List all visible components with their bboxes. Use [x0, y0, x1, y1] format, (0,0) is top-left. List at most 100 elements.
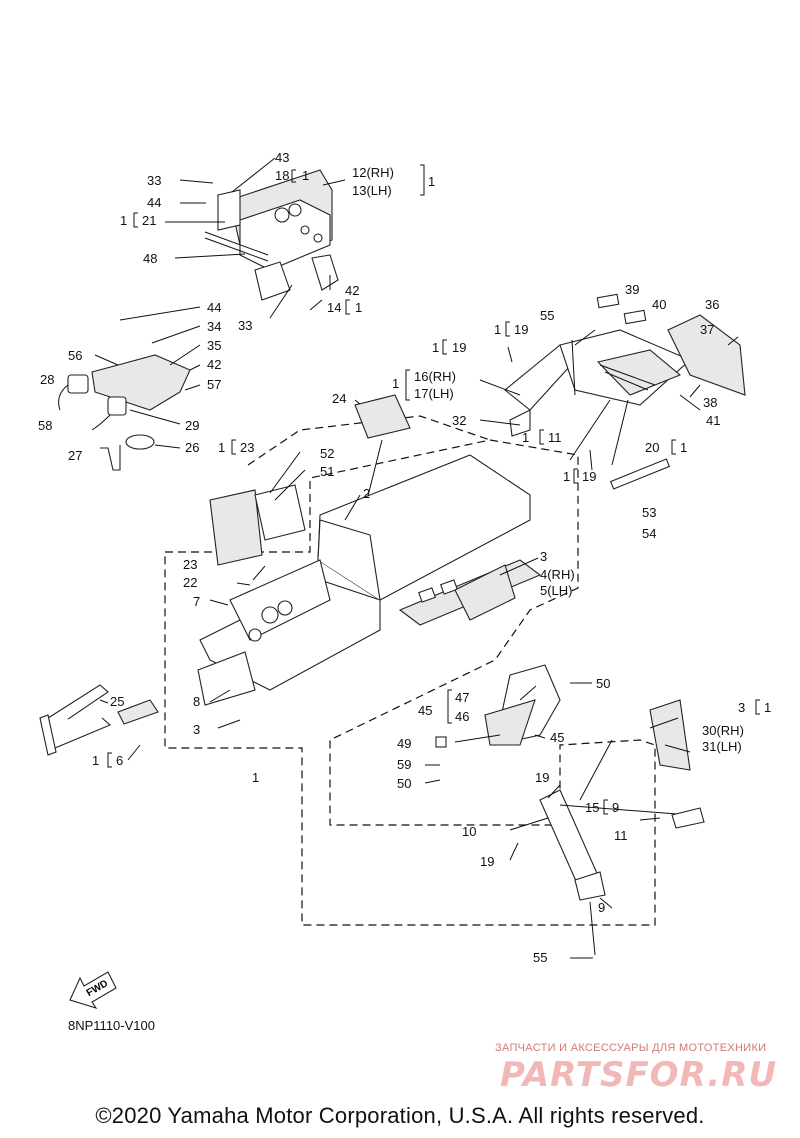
- callout: 32: [452, 413, 466, 428]
- callout: 5(LH): [540, 583, 573, 598]
- callout: 40: [652, 297, 666, 312]
- callout: 45: [418, 703, 432, 718]
- callout: 1: [522, 430, 529, 445]
- callout: 23: [183, 557, 197, 572]
- callout: 54: [642, 526, 656, 541]
- quantity-brackets: [107, 164, 760, 815]
- callout: 7: [193, 594, 200, 609]
- callout: 18: [275, 168, 289, 183]
- callout: 20: [645, 440, 659, 455]
- fwd-arrow-icon: FWD: [69, 971, 117, 1009]
- callout: 1: [392, 376, 399, 391]
- callout: 19: [480, 854, 494, 869]
- taillight-bracket-assembly: [58, 354, 191, 471]
- callout: 45: [550, 730, 564, 745]
- callout: 1: [92, 753, 99, 768]
- callout: 1: [428, 174, 435, 189]
- callout: 41: [706, 413, 720, 428]
- callout: 31(LH): [702, 739, 742, 754]
- callout: 14: [327, 300, 341, 315]
- seat-plate: [354, 394, 411, 439]
- main-frame-group-outline: [164, 439, 656, 926]
- subframe-group-outline: [247, 415, 491, 466]
- reference-code: 8NP1110-V100: [68, 1018, 155, 1033]
- rear-rack-assembly: [504, 293, 746, 490]
- copyright-text: ©2020 Yamaha Motor Corporation, U.S.A. A…: [95, 1103, 705, 1128]
- callout: 19: [582, 469, 596, 484]
- footrest-assembly: [435, 664, 705, 956]
- callout: 1: [218, 440, 225, 455]
- callout: 17(LH): [414, 386, 454, 401]
- main-frame: [197, 454, 542, 706]
- callout: 53: [642, 505, 656, 520]
- callout: 2: [363, 486, 370, 501]
- callout: 1: [494, 322, 501, 337]
- callout: 3: [193, 722, 200, 737]
- callout: 36: [705, 297, 719, 312]
- callout: 11: [548, 430, 562, 445]
- callout: 51: [320, 464, 334, 479]
- callout: 3: [738, 700, 745, 715]
- callout: 58: [38, 418, 52, 433]
- callout: 1: [355, 300, 362, 315]
- callout: 9: [598, 900, 605, 915]
- callout: 42: [345, 283, 359, 298]
- callout: 24: [332, 391, 346, 406]
- callout: 1: [252, 770, 259, 785]
- callout: 23: [240, 440, 254, 455]
- callout: 29: [185, 418, 199, 433]
- callout: 44: [207, 300, 221, 315]
- callout: 1: [302, 168, 309, 183]
- callout-labels: 33 43 18 1 12(RH) 13(LH) 1 44 1 21 48 42…: [38, 150, 771, 965]
- callout: 46: [455, 709, 469, 724]
- callout: 9: [612, 800, 619, 815]
- top-bracket-assembly: [204, 169, 339, 301]
- callout: 22: [183, 575, 197, 590]
- callout: 37: [700, 322, 714, 337]
- callout: 1: [120, 213, 127, 228]
- callout: 50: [397, 776, 411, 791]
- callout: 4(RH): [540, 567, 575, 582]
- callout: 59: [397, 757, 411, 772]
- callout: 52: [320, 446, 334, 461]
- left-panel: [209, 489, 263, 566]
- watermark-tagline: ЗАПЧАСТИ И АКСЕССУАРЫ ДЛЯ МОТОТЕХНИКИ: [495, 1042, 767, 1054]
- callout: 1: [764, 700, 771, 715]
- grab-bar: [39, 684, 159, 756]
- callout: 50: [596, 676, 610, 691]
- callout: 27: [68, 448, 82, 463]
- callout: 19: [452, 340, 466, 355]
- callout: 39: [625, 282, 639, 297]
- callout: 44: [147, 195, 161, 210]
- callout: 12(RH): [352, 165, 394, 180]
- callout: 8: [193, 694, 200, 709]
- callout: 33: [147, 173, 161, 188]
- callout: 55: [540, 308, 554, 323]
- callout: 13(LH): [352, 183, 392, 198]
- callout: 19: [535, 770, 549, 785]
- callout: 38: [703, 395, 717, 410]
- callout: 55: [533, 950, 547, 965]
- callout: 1: [563, 469, 570, 484]
- callout: 19: [514, 322, 528, 337]
- callout: 47: [455, 690, 469, 705]
- callout: 11: [614, 828, 628, 843]
- callout: 43: [275, 150, 289, 165]
- callout: 16(RH): [414, 369, 456, 384]
- callout: 6: [116, 753, 123, 768]
- watermark-logo: PARTSFOR.RU: [500, 1055, 778, 1095]
- callout: 49: [397, 736, 411, 751]
- callout: 30(RH): [702, 723, 744, 738]
- callout: 42: [207, 357, 221, 372]
- callout: 48: [143, 251, 157, 266]
- callout: 26: [185, 440, 199, 455]
- callout: 10: [462, 824, 476, 839]
- callout: 34: [207, 319, 221, 334]
- callout: 57: [207, 377, 221, 392]
- callout: 15: [585, 800, 599, 815]
- callout: 1: [680, 440, 687, 455]
- callout: 56: [68, 348, 82, 363]
- callout: 28: [40, 372, 54, 387]
- callout: 21: [142, 213, 156, 228]
